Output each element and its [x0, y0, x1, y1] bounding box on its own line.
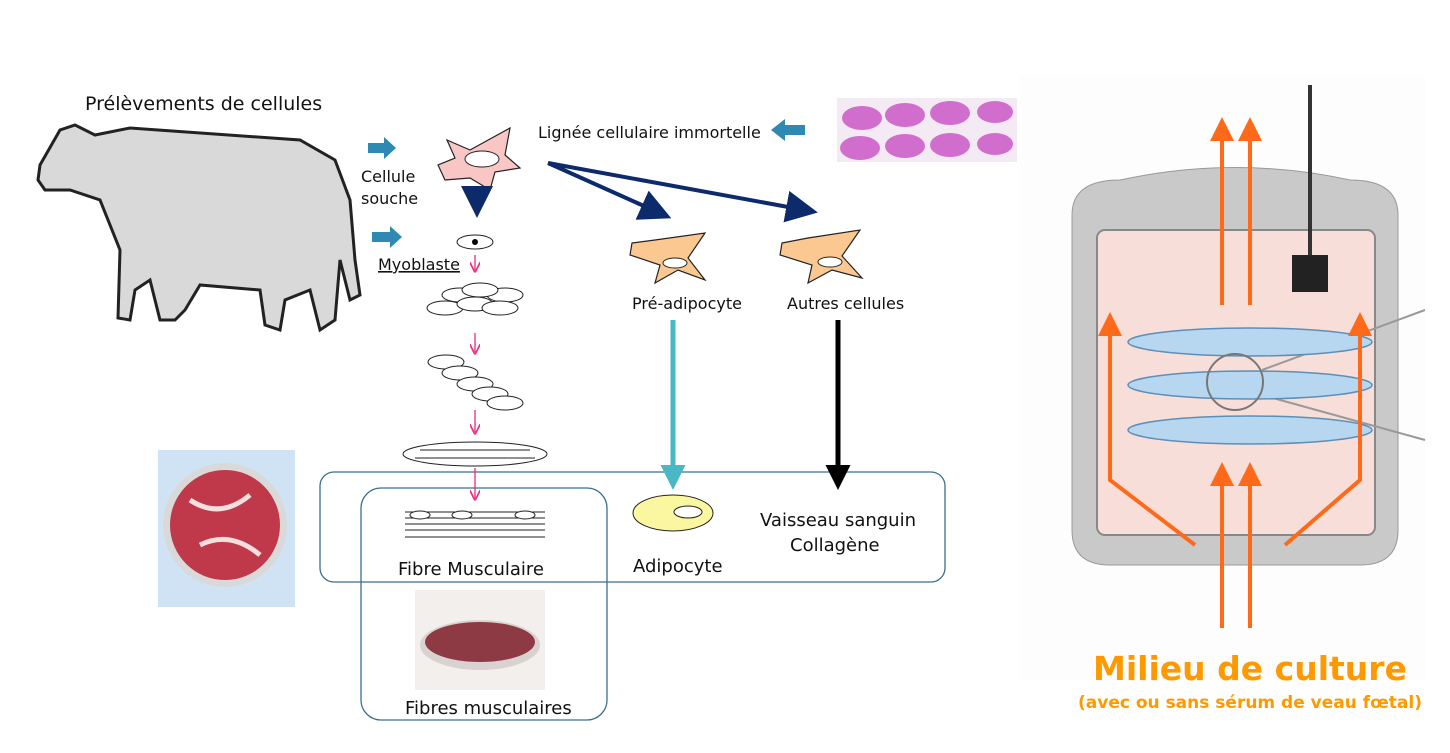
- cow-illustration: [36, 123, 362, 333]
- stem-cell-icon: [437, 126, 522, 191]
- tissue-box: [319, 471, 946, 583]
- culture-medium-subtitle: (avec ou sans sérum de veau fœtal): [1078, 693, 1422, 713]
- culture-plate-photo: [837, 98, 1017, 162]
- muscle-fiber-icon: [405, 510, 545, 538]
- source-arrow-stem: [368, 137, 396, 159]
- muscle-box: [360, 487, 608, 721]
- myoblast-label: Myoblaste: [378, 255, 460, 274]
- source-arrow-myoblast: [372, 226, 402, 248]
- myotube-icon: [402, 441, 548, 467]
- lineage-arrow-pre-adipocyte: [547, 161, 672, 220]
- other-cells-label: Autres cellules: [787, 294, 904, 313]
- source-title: Prélèvements de cellules: [85, 93, 322, 115]
- adipocyte-icon: [632, 494, 714, 532]
- lineage-arrow-other-cells: [547, 161, 818, 223]
- myoblast-chain-icon: [427, 354, 524, 411]
- muscle-fiber-label: Fibre Musculaire: [398, 559, 544, 580]
- blood-vessel-label: Vaisseau sanguin: [760, 510, 916, 531]
- other-cells-icon: [779, 229, 864, 285]
- immortal-cell-line-label: Lignée cellulaire immortelle: [538, 123, 761, 142]
- stem-cell-label-2: souche: [361, 189, 418, 208]
- stem-cell-label-1: Cellule: [361, 167, 415, 186]
- pre-adipocyte-icon: [629, 232, 707, 285]
- muscle-fibers-label: Fibres musculaires: [405, 698, 572, 719]
- culture-medium-title: Milieu de culture: [1093, 649, 1407, 688]
- meat-sample-photo: [158, 450, 295, 607]
- cell-line-arrow: [771, 119, 805, 141]
- adipocyte-label: Adipocyte: [633, 556, 723, 577]
- ground-meat-dish-photo: [415, 590, 545, 690]
- pre-adipocyte-label: Pré-adipocyte: [632, 294, 742, 313]
- collagen-label: Collagène: [790, 535, 880, 556]
- myoblast-cluster-icon: [426, 282, 524, 316]
- myoblast-icon: [456, 234, 494, 250]
- bioreactor-illustration: [1020, 75, 1426, 680]
